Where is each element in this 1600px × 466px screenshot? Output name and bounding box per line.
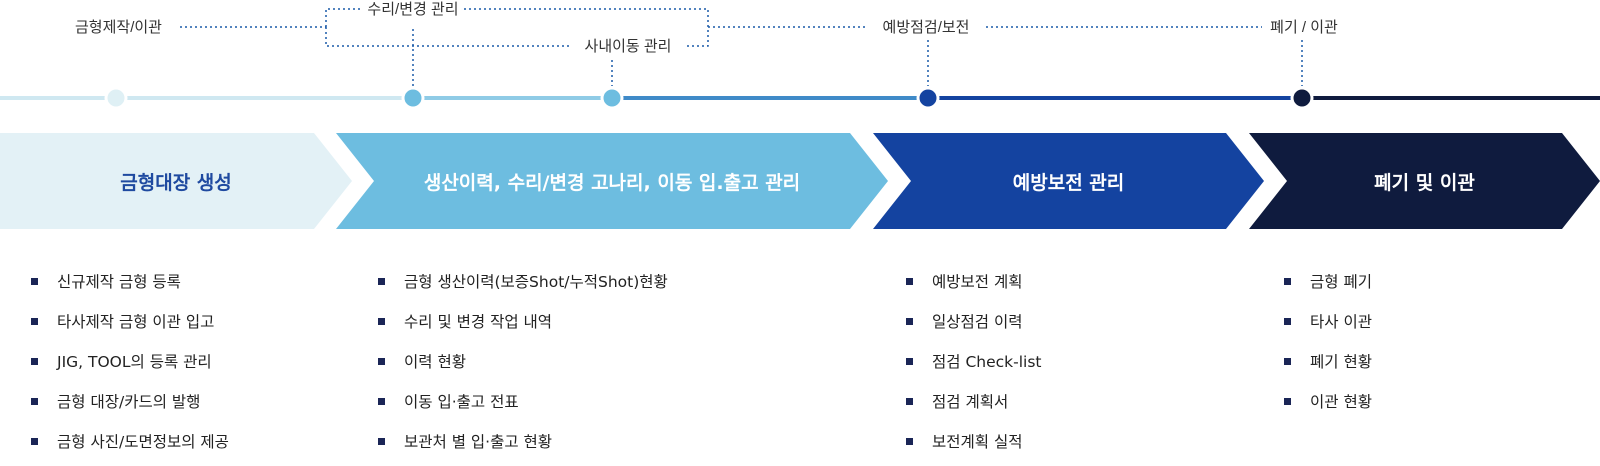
list-item: 점검 계획서 — [906, 386, 1042, 426]
list-item-text: 금형 생산이력(보증Shot/누적Shot)현황 — [404, 273, 668, 291]
list-item-text: 점검 계획서 — [932, 393, 1009, 411]
list-item-text: 점검 Check-list — [932, 353, 1042, 371]
bullet-icon — [31, 398, 38, 405]
bullet-icon — [1284, 318, 1291, 325]
timeline-dot-1 — [104, 86, 128, 110]
list-item: 금형 폐기 — [1284, 266, 1372, 306]
list-item-text: 신규제작 금형 등록 — [57, 273, 181, 291]
bullet-icon — [31, 318, 38, 325]
bullet-icon — [378, 278, 385, 285]
list-item-text: 폐기 현황 — [1310, 353, 1372, 371]
bullet-icon — [31, 278, 38, 285]
bullet-icon — [906, 318, 913, 325]
phase-label-repair-change: 수리/변경 관리 — [367, 1, 458, 18]
bullet-icon — [31, 438, 38, 445]
list-item-text: 보전계획 실적 — [932, 433, 1023, 451]
timeline-dot-4 — [916, 86, 940, 110]
timeline-dot-2 — [401, 86, 425, 110]
list-item-text: 보관처 별 입·출고 현황 — [404, 433, 553, 451]
bullet-icon — [1284, 398, 1291, 405]
list-item-text: 예방보전 계획 — [932, 273, 1023, 291]
feature-list-2: 금형 생산이력(보증Shot/누적Shot)현황 수리 및 변경 작업 내역 이… — [378, 266, 668, 466]
list-item: 보관처 별 입·출고 현황 — [378, 426, 668, 466]
bullet-icon — [31, 358, 38, 365]
list-item: 금형 사진/도면정보의 제공 — [31, 426, 229, 466]
stage-title-1: 금형대장 생성 — [120, 171, 232, 194]
phase-label-inspection: 예방점검/보전 — [883, 19, 970, 36]
list-item: 신규제작 금형 등록 — [31, 266, 229, 306]
list-item-text: 이력 현황 — [404, 353, 466, 371]
feature-list-3: 예방보전 계획 일상점검 이력 점검 Check-list 점검 계획서 보전계… — [906, 266, 1042, 466]
bullet-icon — [906, 358, 913, 365]
feature-list-1: 신규제작 금형 등록 타사제작 금형 이관 입고 JIG, TOOL의 등록 관… — [31, 266, 229, 466]
stage-chevron-2 — [336, 133, 888, 229]
list-item: 타사제작 금형 이관 입고 — [31, 306, 229, 346]
list-item: 수리 및 변경 작업 내역 — [378, 306, 668, 346]
list-item: 점검 Check-list — [906, 346, 1042, 386]
list-item: 금형 생산이력(보증Shot/누적Shot)현황 — [378, 266, 668, 306]
stage-chevron-4 — [1249, 133, 1600, 229]
bullet-icon — [906, 278, 913, 285]
stage-chevron-1 — [0, 133, 352, 229]
bullet-icon — [1284, 278, 1291, 285]
list-item-text: 이동 입·출고 전표 — [404, 393, 519, 411]
list-item: 이관 현황 — [1284, 386, 1372, 426]
list-item-text: 금형 대장/카드의 발행 — [57, 393, 201, 411]
bullet-icon — [1284, 358, 1291, 365]
list-item: 타사 이관 — [1284, 306, 1372, 346]
list-item: 금형 대장/카드의 발행 — [31, 386, 229, 426]
timeline-dot-5 — [1290, 86, 1314, 110]
feature-list-4: 금형 폐기 타사 이관 폐기 현황 이관 현황 — [1284, 266, 1372, 426]
list-item: 이력 현황 — [378, 346, 668, 386]
list-item-text: 타사 이관 — [1310, 313, 1372, 331]
bullet-icon — [378, 358, 385, 365]
stage-title-4: 폐기 및 이관 — [1374, 171, 1475, 194]
list-item-text: JIG, TOOL의 등록 관리 — [57, 353, 212, 371]
bullet-icon — [378, 398, 385, 405]
stage-chevron-3 — [873, 133, 1264, 229]
list-item: 보전계획 실적 — [906, 426, 1042, 466]
lifecycle-timeline: 금형제작/이관 수리/변경 관리 사내이동 관리 예방점검/보전 폐기 / 이관 — [0, 1, 1600, 229]
list-item: 이동 입·출고 전표 — [378, 386, 668, 426]
list-item: 예방보전 계획 — [906, 266, 1042, 306]
list-item: 일상점검 이력 — [906, 306, 1042, 346]
stage-title-3: 예방보전 관리 — [1012, 171, 1125, 194]
bullet-icon — [378, 438, 385, 445]
phase-label-mold-make: 금형제작/이관 — [75, 19, 162, 36]
list-item-text: 수리 및 변경 작업 내역 — [404, 313, 553, 331]
bullet-icon — [906, 438, 913, 445]
dotted-connectors — [180, 8, 1303, 86]
phase-label-internal-move: 사내이동 관리 — [585, 38, 672, 55]
stage-title-2: 생산이력, 수리/변경 고나리, 이동 입.출고 관리 — [423, 171, 801, 194]
list-item-text: 금형 사진/도면정보의 제공 — [57, 433, 229, 451]
list-item-text: 일상점검 이력 — [932, 313, 1023, 331]
list-item: 폐기 현황 — [1284, 346, 1372, 386]
list-item-text: 금형 폐기 — [1310, 273, 1372, 291]
list-item-text: 이관 현황 — [1310, 393, 1372, 411]
list-item-text: 타사제작 금형 이관 입고 — [57, 313, 215, 331]
list-item: JIG, TOOL의 등록 관리 — [31, 346, 229, 386]
bullet-icon — [906, 398, 913, 405]
bullet-icon — [378, 318, 385, 325]
phase-label-disposal: 폐기 / 이관 — [1270, 19, 1338, 36]
timeline-dot-3 — [600, 86, 624, 110]
